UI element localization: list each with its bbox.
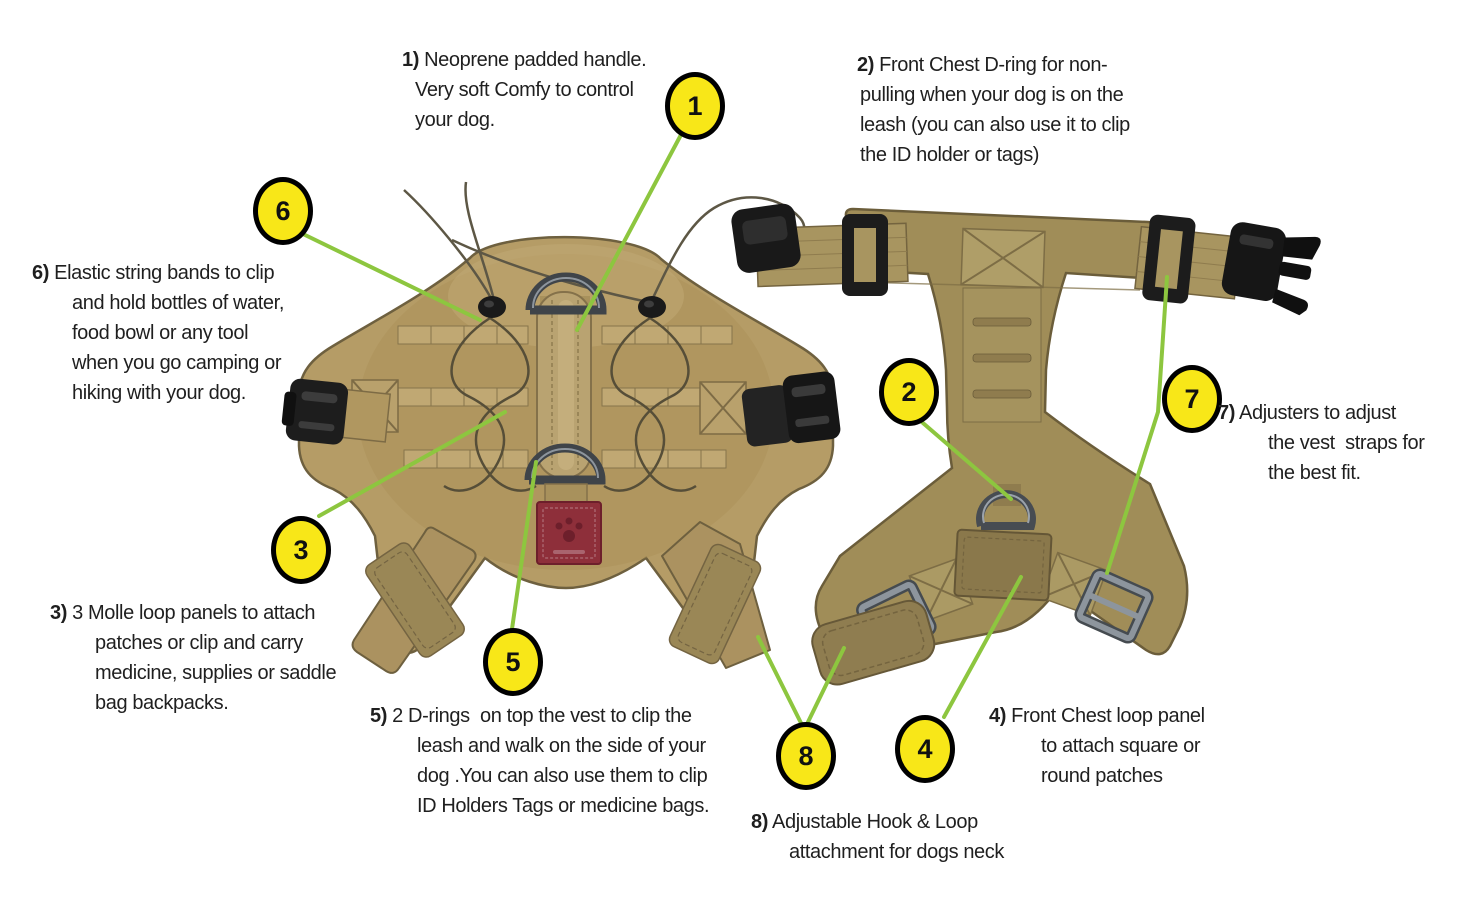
callout-line: and hold bottles of water, bbox=[72, 292, 284, 314]
side-buckle-right bbox=[741, 371, 841, 447]
callout-line: patches or clip and carry bbox=[95, 632, 303, 654]
callout-line: 6) Elastic string bands to clip bbox=[32, 262, 275, 284]
neck-buckle-female bbox=[731, 203, 801, 273]
callout-circle-7: 7 bbox=[1162, 365, 1222, 433]
callout-circle-3: 3 bbox=[271, 516, 331, 584]
callout-line: leash (you can also use it to clip bbox=[860, 114, 1130, 136]
callout-circle-6: 6 bbox=[253, 177, 313, 245]
callout-line: Very soft Comfy to control bbox=[415, 79, 634, 101]
callout-line: 4) Front Chest loop panel bbox=[989, 705, 1205, 727]
callout-line: 1) Neoprene padded handle. bbox=[402, 49, 647, 71]
buckle-male bbox=[1221, 222, 1321, 316]
callout-line: to attach square or bbox=[1041, 735, 1201, 757]
x-stitch-box-right bbox=[699, 381, 747, 435]
slider-top-left bbox=[842, 214, 888, 296]
callout-line: 2) Front Chest D-ring for non- bbox=[857, 54, 1108, 76]
callout-number: 7 bbox=[1184, 383, 1200, 414]
callout-circle-1: 1 bbox=[665, 72, 725, 140]
callout-line: 3) 3 Molle loop panels to attach bbox=[50, 602, 316, 624]
callout-line: attachment for dogs neck bbox=[789, 841, 1004, 863]
harness-back-view bbox=[281, 181, 841, 674]
callout-number: 2 bbox=[901, 376, 917, 407]
neck-strap-end bbox=[811, 599, 936, 686]
callout-number: 4 bbox=[917, 733, 933, 764]
callout-line: 7) Adjusters to adjust bbox=[1218, 402, 1396, 424]
leader-1 bbox=[575, 129, 685, 332]
callout-circle-2: 2 bbox=[879, 358, 939, 426]
callout-line: 8) Adjustable Hook & Loop bbox=[751, 811, 978, 833]
metal-slide-right bbox=[1074, 568, 1154, 644]
callout-line: when you go camping or bbox=[72, 352, 282, 374]
callout-line: dog .You can also use them to clip bbox=[417, 765, 708, 787]
leader-lines bbox=[299, 129, 1169, 725]
leader-6 bbox=[299, 231, 482, 322]
callout-circle-8: 8 bbox=[776, 722, 836, 790]
callout-text-8: 8) Adjustable Hook & Loop attachment for… bbox=[751, 807, 1004, 867]
callout-number: 5 bbox=[505, 646, 521, 677]
callout-line: the ID holder or tags) bbox=[860, 144, 1040, 166]
cord-lock-right bbox=[638, 296, 666, 318]
leader-5 bbox=[510, 460, 538, 631]
callout-number: 3 bbox=[293, 534, 309, 565]
padded-handle bbox=[536, 291, 592, 479]
callout-text-4: 4) Front Chest loop panel to attach squa… bbox=[989, 701, 1205, 791]
callout-circle-4: 4 bbox=[895, 715, 955, 783]
brand-patch bbox=[536, 501, 602, 565]
callout-text-1: 1) Neoprene padded handle. Very soft Com… bbox=[402, 45, 647, 135]
leader-7 bbox=[1105, 275, 1169, 575]
callout-text-7: 7) Adjusters to adjust the vest straps f… bbox=[1218, 398, 1425, 488]
callout-line: your dog. bbox=[415, 109, 495, 131]
callout-line: the best fit. bbox=[1268, 462, 1361, 484]
callout-line: ID Holders Tags or medicine bags. bbox=[417, 795, 710, 817]
callout-line: pulling when your dog is on the bbox=[860, 84, 1124, 106]
callout-text-5: 5) 2 D-rings on top the vest to clip the… bbox=[370, 701, 710, 821]
chest-column-panel bbox=[962, 287, 1042, 423]
callout-line: the vest straps for bbox=[1268, 432, 1425, 454]
callout-number: 6 bbox=[275, 195, 291, 226]
belly-strap-right bbox=[661, 521, 771, 669]
callout-line: round patches bbox=[1041, 765, 1163, 787]
callout-number: 8 bbox=[798, 740, 814, 771]
side-buckle-left bbox=[281, 378, 392, 445]
callout-text-3: 3) 3 Molle loop panels to attach patches… bbox=[50, 598, 337, 718]
leader-2 bbox=[914, 415, 1013, 501]
callout-line: 5) 2 D-rings on top the vest to clip the bbox=[370, 705, 692, 727]
harness-chest-view bbox=[731, 203, 1321, 686]
leader-8a bbox=[756, 635, 803, 725]
x-stitch-panel-top bbox=[960, 227, 1046, 289]
belly-strap-left bbox=[351, 526, 477, 674]
cord-lock-left bbox=[478, 296, 506, 318]
chest-loop-panel bbox=[953, 528, 1053, 602]
callout-text-6: 6) Elastic string bands to clip and hold… bbox=[32, 258, 284, 408]
callout-text-2: 2) Front Chest D-ring for non- pulling w… bbox=[857, 50, 1130, 170]
callout-line: food bowl or any tool bbox=[72, 322, 249, 344]
leader-3 bbox=[317, 410, 507, 518]
callout-line: leash and walk on the side of your bbox=[417, 735, 706, 757]
callout-line: bag backpacks. bbox=[95, 692, 229, 714]
slider-top-right bbox=[1142, 214, 1196, 304]
leader-8b bbox=[806, 646, 846, 724]
callout-number: 1 bbox=[687, 90, 703, 121]
callout-line: medicine, supplies or saddle bbox=[95, 662, 337, 684]
callout-line: hiking with your dog. bbox=[72, 382, 246, 404]
callout-circle-5: 5 bbox=[483, 628, 543, 696]
leader-4 bbox=[942, 575, 1023, 719]
